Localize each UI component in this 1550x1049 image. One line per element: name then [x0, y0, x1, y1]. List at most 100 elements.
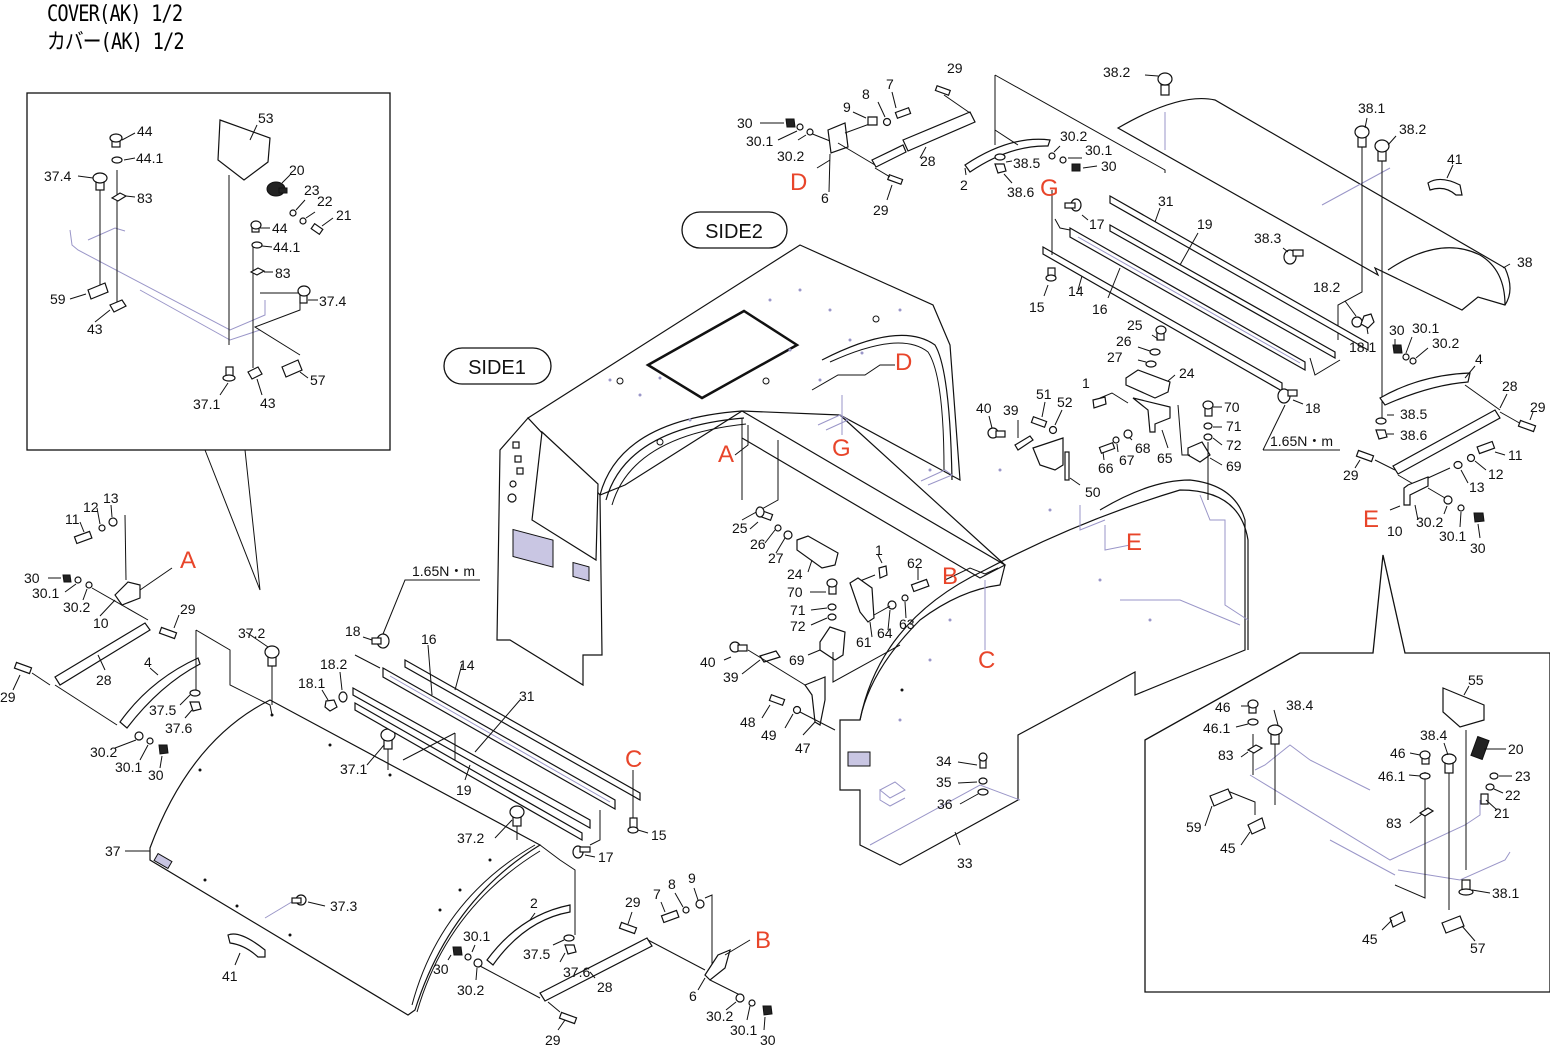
part-label: 29: [1530, 399, 1546, 415]
nut-plate-83-r: [1246, 744, 1264, 754]
washer-68: [1123, 429, 1133, 439]
part-label: 44.1: [273, 239, 300, 255]
spacer-57-r: [1441, 915, 1465, 934]
part-label: 38.4: [1286, 697, 1313, 713]
handle-41-top: [1427, 178, 1463, 196]
washer-30-2-bb: [735, 993, 745, 1003]
washer-30-1-b: [464, 953, 472, 961]
part-label: 17: [1089, 216, 1105, 232]
diagram-title-english: COVER(AK) 1/2: [47, 2, 183, 27]
part-label: 83: [1218, 747, 1234, 763]
washer-23-r: [1489, 772, 1499, 780]
washer-30-2-top: [806, 128, 814, 136]
screw-37-2: [264, 645, 280, 667]
side1-badge: [443, 347, 552, 385]
washer-37-5-l: [189, 689, 201, 697]
top-right-cover-assembly: [994, 72, 1511, 420]
bracket-50: [1032, 437, 1064, 471]
screw-15-bottom: [627, 817, 639, 834]
part-label: 67: [1119, 452, 1135, 468]
part-label: 28: [597, 979, 613, 995]
part-label: 37.6: [165, 720, 192, 736]
washer-18-2-b: [338, 691, 348, 703]
rail-19-bottom: [354, 701, 583, 842]
part-label: 72: [790, 618, 806, 634]
top-window-opening: [645, 309, 800, 400]
part-label: 65: [1157, 450, 1173, 466]
part-label: 83: [1386, 815, 1402, 831]
part-label: 37.2: [238, 625, 265, 641]
part-label: 72: [1226, 437, 1242, 453]
part-label: 40: [976, 400, 992, 416]
part-label: 59: [50, 291, 66, 307]
spacer-59: [87, 282, 109, 300]
screw-37-3: [291, 894, 307, 906]
bolt-11-r: [1476, 440, 1496, 455]
part-label: 41: [1447, 151, 1463, 167]
nut-38-6: [994, 163, 1007, 174]
arm-4-l: [119, 657, 201, 729]
screw-44-b: [250, 220, 262, 233]
part-label: 61: [856, 634, 872, 650]
part-label: 12: [1488, 466, 1504, 482]
part-label: 50: [1085, 484, 1101, 500]
part-label: 52: [1057, 394, 1073, 410]
hinge-top-assembly: [987, 325, 1223, 500]
part-label: 2: [530, 895, 538, 911]
washer-71-center: [827, 603, 837, 611]
part-label: 43: [87, 321, 103, 337]
bottom-rail-assembly: 1.65N・m: [321, 563, 649, 859]
screw-21: [310, 222, 324, 236]
plate-61: [849, 577, 875, 623]
part-label: 53: [258, 110, 274, 126]
screw-18-bottom: [371, 633, 390, 649]
washer-26-center: [774, 524, 782, 532]
bracket-43-b: [247, 366, 263, 380]
part-label: 13: [1469, 479, 1485, 495]
screw-38-3: [1283, 249, 1304, 265]
part-label: 38.3: [1254, 230, 1281, 246]
screw-38-1-top: [1354, 125, 1370, 148]
part-label: 1: [1082, 375, 1090, 391]
spacer-57: [281, 359, 303, 378]
part-label: 38.2: [1103, 64, 1130, 80]
part-label: 30.2: [1060, 128, 1087, 144]
part-label: 22: [317, 193, 333, 209]
bracket-10-r: [1403, 476, 1429, 506]
part-label: 31: [519, 688, 535, 704]
part-label: 16: [421, 631, 437, 647]
bolt-29-l: [158, 626, 178, 640]
screw-17-bottom: [572, 845, 591, 859]
part-label: 30.1: [32, 585, 59, 601]
part-label: 21: [1494, 805, 1510, 821]
part-label: 30.1: [1085, 142, 1112, 158]
part-label: 19: [1197, 216, 1213, 232]
part-label: 11: [1508, 447, 1523, 463]
part-label: 7: [886, 76, 894, 92]
part-label: 18: [345, 623, 361, 639]
part-label: 46: [1215, 699, 1231, 715]
washer-67: [1112, 436, 1120, 444]
nut-30-b: [452, 946, 463, 956]
torque-spec-bottom: 1.65N・m: [412, 563, 475, 579]
screw-17-top: [1064, 198, 1082, 212]
part-label: 4: [1475, 351, 1483, 367]
ref-letter-b-body: B: [942, 563, 958, 590]
washer-72-top: [1203, 433, 1213, 441]
bolt-29-b-b: [558, 1011, 578, 1025]
nut-30-bb: [762, 1005, 773, 1016]
part-label: 45: [1220, 840, 1236, 856]
washer-26-top: [1149, 348, 1161, 356]
nut-plate-83-b: [249, 267, 266, 276]
part-label: 62: [907, 555, 923, 571]
bracket-45-b: [1389, 911, 1406, 928]
cover-37: [149, 699, 542, 1016]
arm-2-top: [964, 138, 1051, 173]
ref-letter-e-body: E: [1126, 529, 1142, 556]
nut-38-6-r: [1375, 429, 1388, 440]
part-label: 37.2: [457, 830, 484, 846]
part-label: 9: [688, 870, 696, 886]
main-cover-body: SIDE1 SIDE2: [443, 211, 1249, 866]
switch-20-r: [1470, 735, 1490, 761]
top-panel-holes: [608, 288, 1152, 722]
